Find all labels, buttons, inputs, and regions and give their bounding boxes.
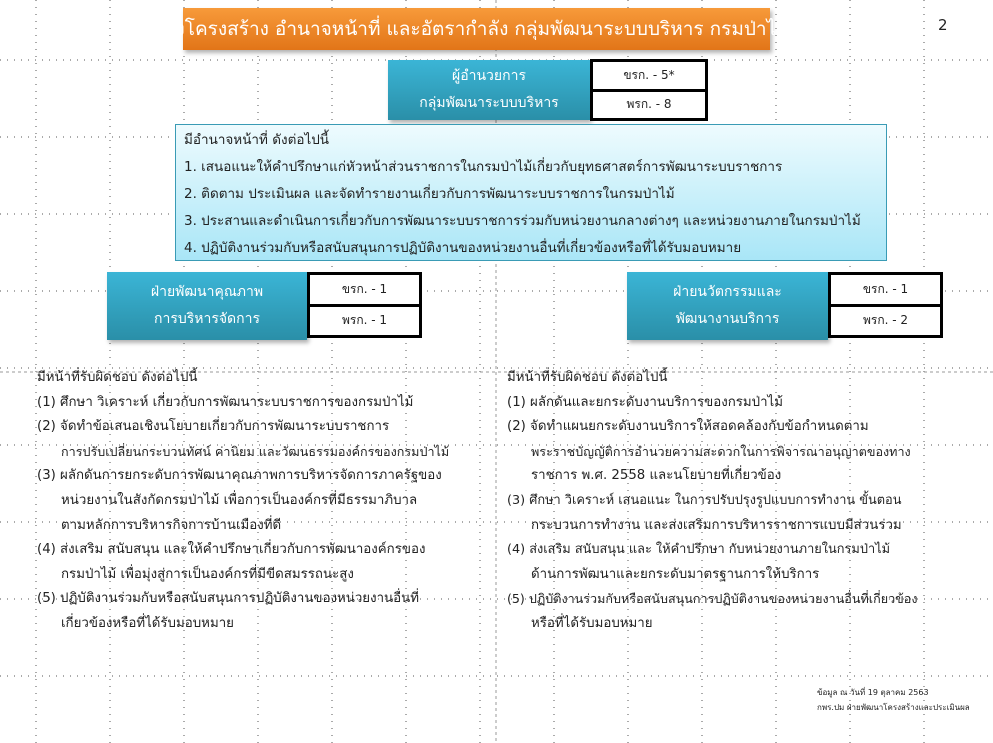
duty-item: 4. ปฏิบัติงานร่วมกับหรือสนับสนุนการปฏิบั… xyxy=(184,240,742,256)
page-title: ผังโครงสร้าง อำนาจหน้าที่ และอัตรากำลัง … xyxy=(164,8,789,50)
responsibility-line: เกี่ยวข้องหรือที่ได้รับมอบหมาย xyxy=(61,615,234,631)
footer-date: ข้อมูล ณ วันที่ 19 ตุลาคม 2563 xyxy=(817,688,929,697)
gov-employee-count: พรก. - 2 xyxy=(831,303,940,336)
left-unit-line1: ฝ่ายพัฒนาคุณภาพ xyxy=(150,284,264,300)
right-unit-staff-counts: ขรก. - 1 พรก. - 2 xyxy=(828,272,943,338)
responsibility-line: (3) ผลักดันการยกระดับการพัฒนาคุณภาพการบร… xyxy=(37,468,442,484)
responsibility-line: (5) ปฏิบัติงานร่วมกับหรือสนับสนุนการปฏิบ… xyxy=(37,591,419,607)
responsibility-line: ด้านการพัฒนาและยกระดับมาตรฐานการให้บริกา… xyxy=(531,566,820,582)
responsibility-line: (1) ศึกษา วิเคราะห์ เกี่ยวกับการพัฒนาระบ… xyxy=(37,394,414,410)
left-unit-line2: การบริหารจัดการ xyxy=(153,311,261,327)
responsibility-line: (4) ส่งเสริม สนับสนุน และให้คำปรึกษาเกี่… xyxy=(37,542,426,558)
responsibility-line: (4) ส่งเสริม สนับสนุน และ ให้คำปรึกษา กั… xyxy=(507,542,891,558)
right-responsibilities: มีหน้าที่รับผิดชอบ ดังต่อไปนี้ (1) ผลักด… xyxy=(507,366,987,637)
gov-employee-count: พรก. - 1 xyxy=(310,303,419,336)
duty-item: 1. เสนอแนะให้คำปรึกษาแก่หัวหน้าส่วนราชกา… xyxy=(184,159,783,175)
director-group: กลุ่มพัฒนาระบบบริหาร xyxy=(419,95,559,111)
responsibility-line: (2) จัดทำข้อเสนอเชิงนโยบายเกี่ยวกับการพั… xyxy=(37,419,390,435)
duties-box: มีอำนาจหน้าที่ ดังต่อไปนี้ 1. เสนอแนะให้… xyxy=(175,124,887,261)
left-unit-staff-counts: ขรก. - 1 พรก. - 1 xyxy=(307,272,422,338)
responsibility-line: หรือที่ได้รับมอบหมาย xyxy=(531,615,653,631)
responsibility-line: ตามหลักการบริหารกิจการบ้านเมืองที่ดี xyxy=(61,517,282,533)
duties-heading: มีอำนาจหน้าที่ ดังต่อไปนี้ xyxy=(184,132,330,148)
right-unit-box: ฝ่ายนวัตกรรมและ พัฒนางานบริการ xyxy=(627,272,828,340)
civil-servant-count: ขรก. - 5* xyxy=(623,67,675,82)
responsibility-line: (2) จัดทำแผนยกระดับงานบริการให้สอดคล้องก… xyxy=(507,419,869,435)
director-staff-counts: ขรก. - 5* พรก. - 8 xyxy=(590,59,708,121)
responsibilities-heading: มีหน้าที่รับผิดชอบ ดังต่อไปนี้ xyxy=(37,370,198,385)
left-responsibilities: มีหน้าที่รับผิดชอบ ดังต่อไปนี้ (1) ศึกษา… xyxy=(37,366,497,637)
civil-servant-count: ขรก. - 1 xyxy=(862,281,909,296)
duty-item: 2. ติดตาม ประเมินผล และจัดทำรายงานเกี่ยว… xyxy=(184,186,675,202)
responsibility-line: หน่วยงานในสังกัดกรมป่าไม้ เพื่อการเป็นอง… xyxy=(61,492,418,508)
responsibilities-heading: มีหน้าที่รับผิดชอบ ดังต่อไปนี้ xyxy=(507,370,668,385)
footer-note: ข้อมูล ณ วันที่ 19 ตุลาคม 2563 กพร.ปม ฝ่… xyxy=(817,685,970,715)
director-title: ผู้อำนวยการ xyxy=(452,68,526,84)
responsibility-line: การปรับเปลี่ยนกระบวนทัศน์ ค่านิยม และวัฒ… xyxy=(61,443,450,459)
responsibility-line: พระราชบัญญัติการอำนวยความสะดวกในการพิจาร… xyxy=(531,443,911,459)
gov-employee-count: พรก. - 8 xyxy=(593,88,705,119)
responsibility-line: ราชการ พ.ศ. 2558 และนโยบายที่เกี่ยวข้อง xyxy=(531,468,782,484)
footer-source: กพร.ปม ฝ่ายพัฒนาโครงสร้างและประเมินผล xyxy=(817,703,970,712)
right-unit-line1: ฝ่ายนวัตกรรมและ xyxy=(673,284,782,300)
responsibility-line: กรมป่าไม้ เพื่อมุ่งสู่การเป็นองค์กรที่มี… xyxy=(61,566,354,582)
left-unit-box: ฝ่ายพัฒนาคุณภาพ การบริหารจัดการ xyxy=(107,272,307,340)
responsibility-line: (5) ปฏิบัติงานร่วมกับหรือสนับสนุนการปฏิบ… xyxy=(507,591,918,607)
right-unit-line2: พัฒนางานบริการ xyxy=(675,311,780,327)
director-box: ผู้อำนวยการ กลุ่มพัฒนาระบบบริหาร xyxy=(388,60,590,120)
page-number: 2 xyxy=(938,16,948,34)
civil-servant-count: ขรก. - 1 xyxy=(341,281,388,296)
responsibility-line: กระบวนการทำงาน และส่งเสริมการบริหารราชกา… xyxy=(531,517,902,533)
duty-item: 3. ประสานและดำเนินการเกี่ยวกับการพัฒนาระ… xyxy=(184,213,861,229)
responsibility-line: (1) ผลักดันและยกระดับงานบริการของกรมป่าไ… xyxy=(507,394,784,410)
responsibility-line: (3) ศึกษา วิเคราะห์ เสนอแนะ ในการปรับปรุ… xyxy=(507,492,902,508)
